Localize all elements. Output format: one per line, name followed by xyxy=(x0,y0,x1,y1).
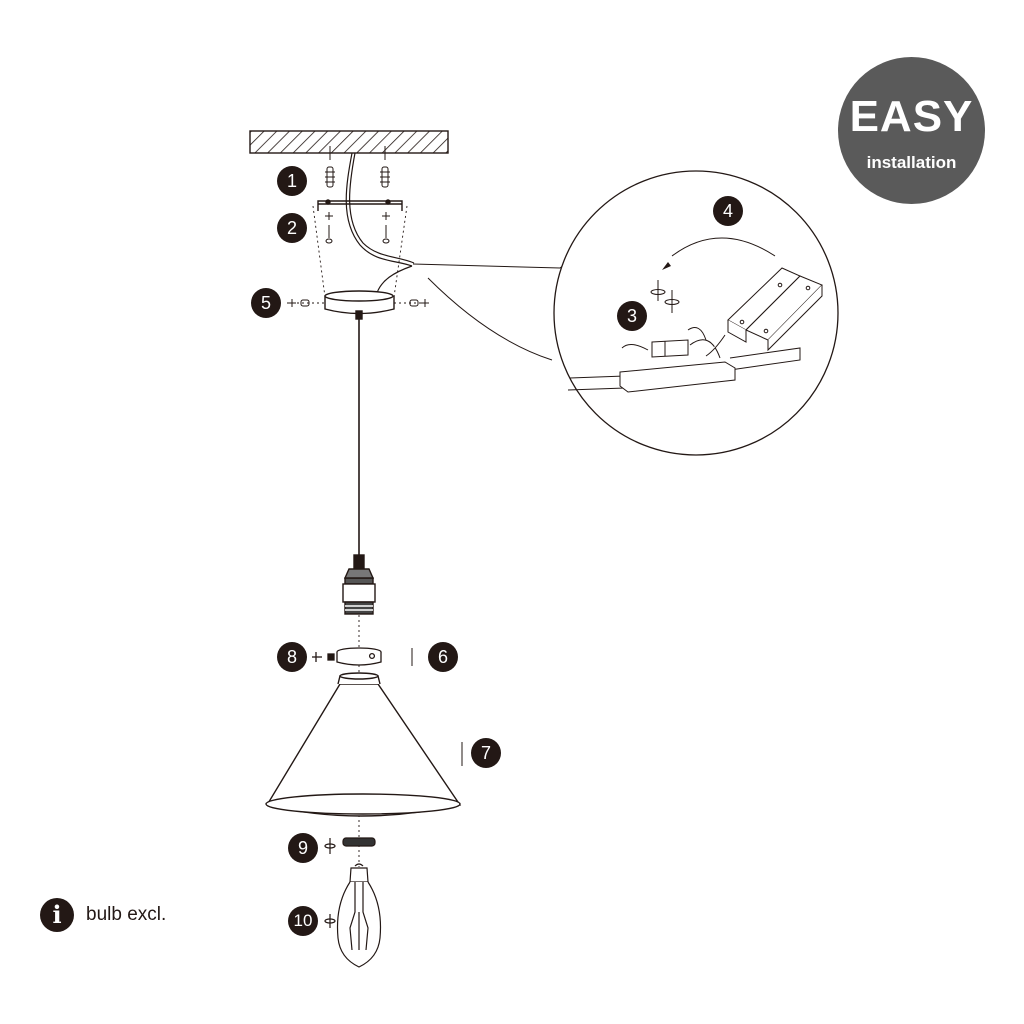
step-5-marker: 5 xyxy=(251,288,281,318)
info-icon: i xyxy=(40,898,74,932)
step-2-marker: 2 xyxy=(277,213,307,243)
screw-icon xyxy=(325,212,390,244)
detail-magnifier xyxy=(553,170,839,456)
bulb-excluded-note: i bulb excl. xyxy=(40,898,166,932)
lamp-holder-icon xyxy=(342,554,376,615)
lamp-shade-icon xyxy=(265,672,462,817)
canopy-screw-icon xyxy=(288,299,429,307)
wall-plug-icon xyxy=(325,166,390,188)
shade-ring-icon xyxy=(312,647,382,666)
bulb-icon xyxy=(324,863,382,968)
badge-subtitle: installation xyxy=(866,153,957,172)
mounting-bracket-icon xyxy=(317,199,403,211)
badge-title: EASY xyxy=(849,92,974,141)
canopy-icon xyxy=(324,290,395,320)
easy-installation-badge: EASY installation xyxy=(838,57,985,204)
note-text: bulb excl. xyxy=(86,904,167,925)
step-8-marker: 8 xyxy=(277,642,307,672)
step-10-marker: 10 xyxy=(288,906,318,936)
step-1-marker: 1 xyxy=(277,166,307,196)
supply-cable xyxy=(345,152,415,297)
callout-lines xyxy=(412,249,573,361)
step-3-marker: 3 xyxy=(617,301,647,331)
step-6-marker: 6 xyxy=(428,642,458,672)
step-4-marker: 4 xyxy=(713,196,743,226)
ceiling xyxy=(249,130,449,160)
step-7-marker: 7 xyxy=(471,738,501,768)
step-9-marker: 9 xyxy=(288,833,318,863)
retaining-ring-icon xyxy=(324,837,376,854)
